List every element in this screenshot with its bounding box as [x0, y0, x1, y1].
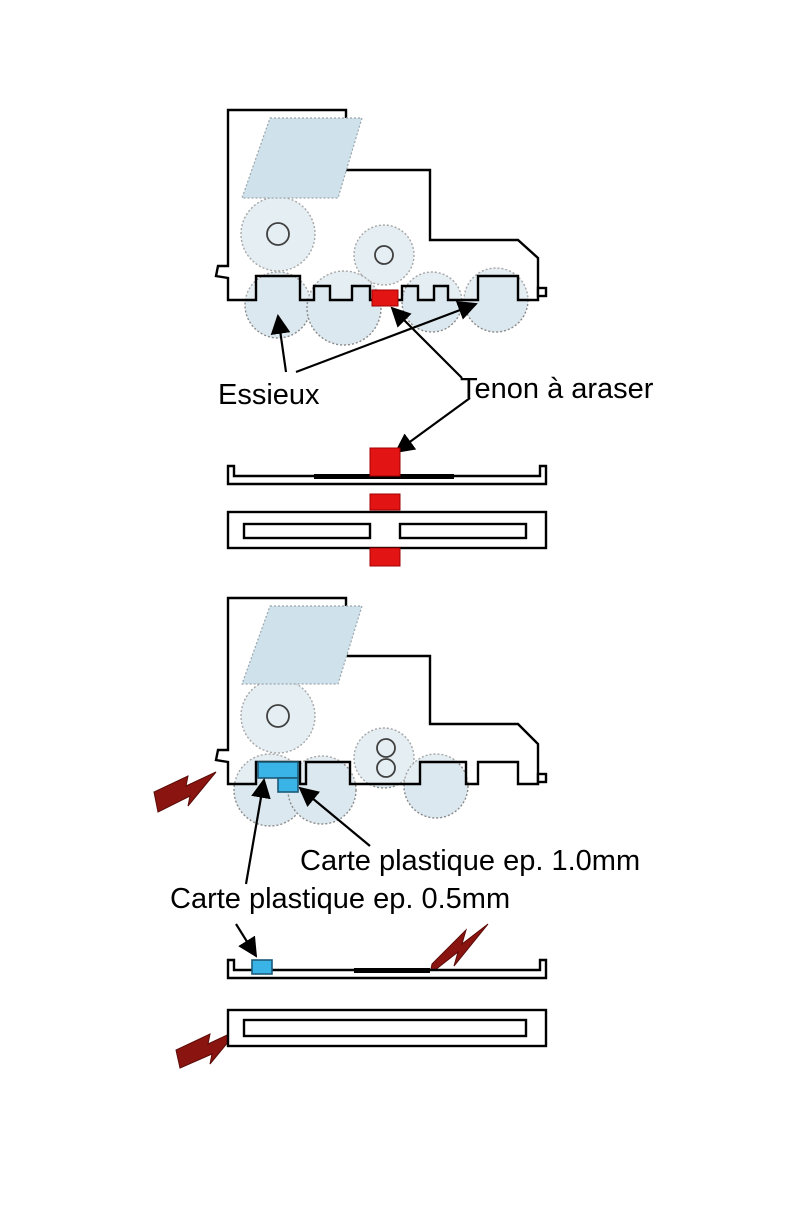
wheels-top	[240, 196, 529, 346]
label-carte-05mm: Carte plastique ep. 0.5mm	[170, 883, 510, 915]
lightning-bolt-icon	[175, 1029, 239, 1069]
top-chassis-plan-view	[226, 493, 548, 567]
wheel-hub	[266, 704, 290, 728]
bottom-chassis-side-view	[214, 596, 548, 827]
plan-slot-right	[398, 522, 528, 540]
wheel	[353, 727, 415, 789]
cab-window	[241, 117, 363, 199]
arrows-top	[270, 301, 478, 454]
arrow-essieux-1	[270, 314, 291, 373]
lightning-bolt-icon	[429, 923, 489, 976]
carte-plastique-05mm	[277, 777, 299, 793]
arrow-carte-profile	[235, 923, 258, 958]
wheel	[306, 270, 382, 346]
label-tenon: Tenon à araser	[460, 373, 654, 405]
wheel-hub	[266, 222, 290, 246]
carte-plastique-profile	[251, 959, 273, 975]
tenon-top-view	[371, 289, 399, 307]
carte-plastique-1mm	[257, 761, 299, 779]
label-carte-1mm: Carte plastique ep. 1.0mm	[300, 845, 640, 877]
cab-window	[241, 605, 363, 685]
label-essieux: Essieux	[218, 379, 320, 411]
bottom-chassis-profile	[226, 958, 548, 980]
lightning-bolt-icon	[153, 771, 217, 813]
arrow-carte-1mm	[298, 786, 371, 847]
wheel-hub	[376, 758, 396, 778]
top-chassis-profile	[226, 447, 548, 486]
bottom-chassis-plan-view	[226, 1008, 548, 1048]
profile-strip	[226, 958, 548, 980]
tenon-plan-lower	[369, 547, 401, 567]
tenon-profile	[369, 447, 401, 477]
top-chassis-side-view	[214, 108, 548, 346]
profile-shim	[354, 968, 430, 973]
arrow-tenon-1	[390, 306, 463, 379]
arrows-bottom	[235, 778, 371, 958]
coupler-stub	[536, 772, 548, 784]
arrow-carte-05mm	[244, 778, 271, 885]
wheel-hub	[374, 245, 394, 265]
profile-strip	[226, 464, 548, 486]
plan-slot-left	[242, 522, 372, 540]
wheel-hub	[376, 738, 396, 758]
arrow-tenon-2	[394, 397, 471, 454]
coupler-stub	[536, 286, 548, 298]
arrow-essieux-2	[295, 301, 478, 374]
tenon-plan-upper	[369, 493, 401, 511]
plan-slot	[242, 1018, 528, 1038]
